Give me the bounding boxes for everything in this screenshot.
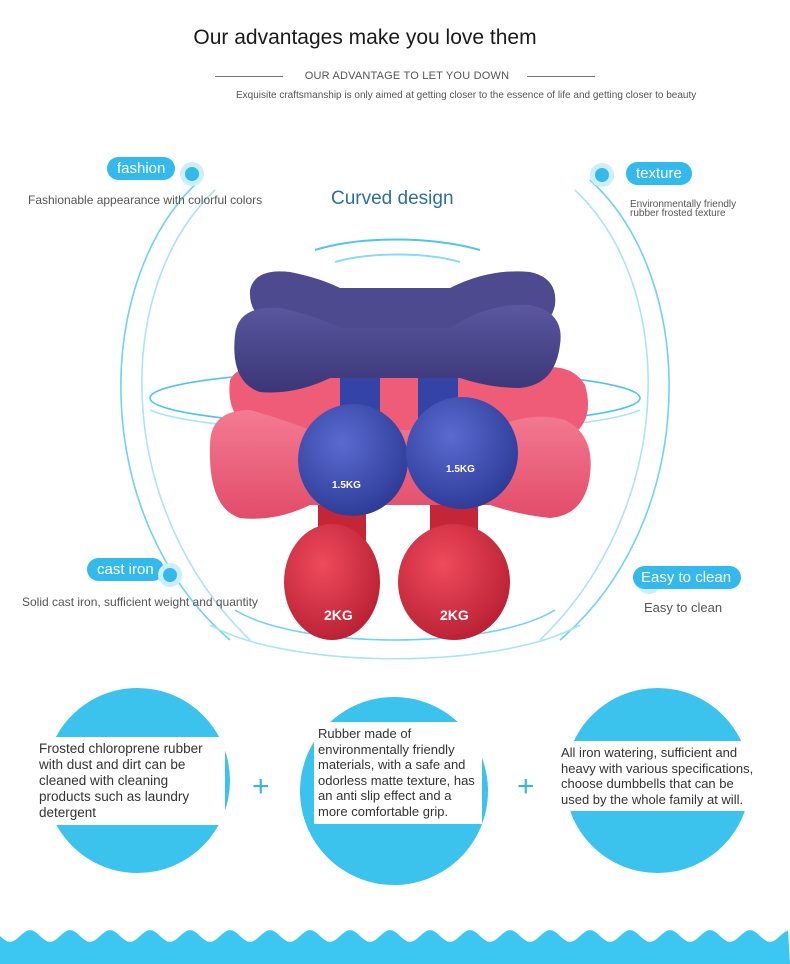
feature-pill-texture: texture — [626, 162, 692, 185]
dumbbell-product-image: 1.5KG 1.5KG 2KG 2KG — [209, 271, 591, 640]
feature-card-3-text: All iron watering, sufficient and heavy … — [557, 741, 768, 812]
weight-label-red-right: 2KG — [440, 607, 469, 623]
blue-dumbbell-left — [298, 378, 408, 516]
feature-text-cast-iron: Solid cast iron, sufficient weight and q… — [22, 595, 258, 609]
cast-iron-dot-icon — [158, 563, 182, 587]
texture-dot-icon — [590, 163, 614, 187]
feature-text-fashion: Fashionable appearance with colorful col… — [28, 193, 263, 207]
feature-card-1-text: Frosted chloroprene rubber with dust and… — [35, 737, 225, 825]
plus-symbol-2: + — [517, 770, 535, 803]
feature-pill-easy-clean: Easy to clean — [633, 566, 742, 589]
page-title: Our advantages make you love them — [193, 26, 537, 49]
feature-pill-fashion: fashion — [107, 157, 176, 180]
wave-footer — [0, 930, 790, 964]
weight-label-blue-left: 1.5KG — [332, 480, 361, 491]
divider-left — [215, 76, 283, 77]
weight-label-red-left: 2KG — [324, 607, 353, 623]
purple-dumbbell-front — [234, 304, 561, 393]
divider-right — [527, 76, 595, 77]
feature-card-2-text: Rubber made of environmentally friendly … — [314, 722, 482, 824]
section-subtitle: OUR ADVANTAGE TO LET YOU DOWN — [304, 70, 510, 82]
feature-pill-cast-iron: cast iron — [87, 558, 164, 581]
feature-text-texture: Environmentally friendly rubber frosted … — [630, 199, 737, 219]
weight-label-blue-right: 1.5KG — [446, 464, 475, 475]
fashion-dot-icon — [180, 162, 204, 186]
feature-text-easy-clean: Easy to clean — [644, 600, 723, 615]
blue-dumbbell-right — [406, 378, 518, 509]
plus-symbol-1: + — [252, 770, 270, 803]
curved-design-label: Curved design — [331, 188, 454, 209]
tagline: Exquisite craftsmanship is only aimed at… — [236, 90, 697, 101]
subtitle-row: OUR ADVANTAGE TO LET YOU DOWN — [215, 70, 595, 84]
